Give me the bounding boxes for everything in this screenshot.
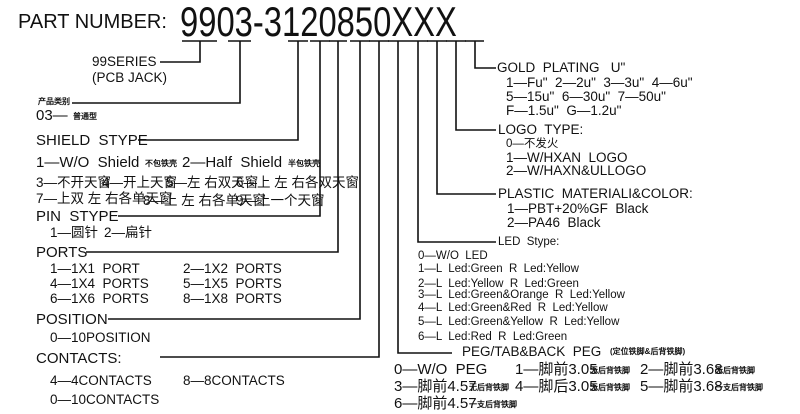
peg-opt4: 4—脚后3.05 xyxy=(515,378,598,395)
shield-opt2: 2—Half Shield xyxy=(182,154,283,171)
plastic-line: 1—PBT+20%GF Black xyxy=(507,201,649,216)
ports-item: 2—1X2 PORTS xyxy=(183,261,282,276)
contacts-item: 0—10CONTACTS xyxy=(50,392,160,407)
led-line: 2—L Led:Yellow R Led:Green xyxy=(418,278,579,290)
peg-opt0: 0—W/O PEG xyxy=(394,361,488,378)
plastic-title: PLASTIC MATERIALI&COLOR: xyxy=(498,186,693,201)
led-line: 5—L Led:Green&Yellow R Led:Yellow xyxy=(418,316,620,328)
peg-title: PEG/TAB&BACK PEG xyxy=(462,344,602,359)
peg-title-cn: (定位铁脚&后背铁脚) xyxy=(610,347,686,356)
shield-opt9: 9—上一个天窗 xyxy=(236,193,325,208)
logo-line: 0—不发火 xyxy=(506,138,559,150)
contacts-title: CONTACTS: xyxy=(36,350,122,367)
contacts-item: 4—4CONTACTS xyxy=(50,373,152,388)
contacts-item: 8—8CONTACTS xyxy=(183,373,285,388)
shield-opt8: 8—上 左 右各单天窗 xyxy=(143,193,267,208)
ports-item: 4—1X4 PORTS xyxy=(50,276,149,291)
ports-title: PORTS xyxy=(36,244,88,261)
series-label: 99SERIES xyxy=(92,54,157,69)
ports-item: 6—1X6 PORTS xyxy=(50,291,149,306)
shield-opt3: 3—不开天窗 xyxy=(36,175,112,190)
shield-title: SHIELD STYPE xyxy=(36,132,148,149)
shield-opt6: 6—上 左 右各双天窗 xyxy=(236,175,360,190)
gold-line: 1—Fu" 2—2u" 3—3u" 4—6u" xyxy=(506,75,693,90)
shield-opt7: 7—上双 左 右各单天窗 xyxy=(36,191,173,206)
peg-opt5: 5—脚前3.68 xyxy=(640,378,723,395)
led-line: 6—L Led:Red R Led:Green xyxy=(418,331,568,343)
ports-item: 5—1X5 PORTS xyxy=(183,276,282,291)
gold-line: F—1.5u" G—1.2u" xyxy=(506,103,622,118)
position-value: 0—10POSITION xyxy=(50,330,151,345)
shield-opt4: 4—开上天窗 xyxy=(102,175,178,190)
led-title: LED Stype: xyxy=(498,236,560,248)
peg-opt3: 3—脚前4.57 xyxy=(394,378,477,395)
plastic-line: 2—PA46 Black xyxy=(507,215,601,230)
led-line: 0—W/O LED xyxy=(418,250,488,262)
shield-opt1-cn: 不包铁壳 xyxy=(145,159,177,168)
logo-line: 2—W/HAXN&ULLOGO xyxy=(506,163,647,178)
shield-opt5: 5—左 右双天窗 xyxy=(166,175,259,190)
peg-opt2-cn: 无后背铁脚 xyxy=(715,366,755,375)
logo-line: 1—W/HXAN LOGO xyxy=(506,150,628,165)
pin-title: PIN STYPE xyxy=(36,208,119,225)
peg-opt5-cn: 一支后背铁脚 xyxy=(715,383,763,392)
pin-opt1: 1—圆针 xyxy=(50,225,99,240)
led-line: 1—L Led:Green R Led:Yellow xyxy=(418,263,579,275)
category-value-cn: 普通型 xyxy=(73,112,97,121)
shield-opt2-cn: 半包铁壳 xyxy=(288,159,320,168)
shield-opt1: 1—W/O Shield xyxy=(36,154,140,171)
position-title: POSITION xyxy=(36,311,108,328)
category-title: 产品类别 xyxy=(38,97,70,106)
category-value: 03— xyxy=(36,107,68,124)
peg-opt1-cn: 无后背铁脚 xyxy=(590,366,630,375)
part-number: 9903-3120850XXX xyxy=(180,0,457,45)
ports-item: 1—1X1 PORT xyxy=(50,261,140,276)
ports-item: 8—1X8 PORTS xyxy=(183,291,282,306)
peg-opt6-cn: 一支后背铁脚 xyxy=(469,400,517,409)
peg-opt4-cn: 无后背铁脚 xyxy=(590,383,630,392)
led-line: 3—L Led:Green&Orange R Led:Yellow xyxy=(418,289,625,301)
peg-opt6: 6—脚前4.57 xyxy=(394,395,477,412)
part-number-label: PART NUMBER: xyxy=(18,11,167,33)
peg-opt3-cn: 无后背铁脚 xyxy=(469,383,509,392)
led-line: 4—L Led:Green&Red R Led:Yellow xyxy=(418,302,608,314)
logo-title: LOGO TYPE: xyxy=(498,122,584,137)
gold-title: GOLD PLATING U" xyxy=(497,60,626,75)
series-sub: (PCB JACK) xyxy=(92,70,168,85)
peg-opt2: 2—脚前3.68 xyxy=(640,361,723,378)
pin-opt2: 2—扁针 xyxy=(104,225,153,240)
peg-opt1: 1—脚前3.05 xyxy=(515,361,598,378)
gold-line: 5—15u" 6—30u" 7—50u" xyxy=(506,89,666,104)
